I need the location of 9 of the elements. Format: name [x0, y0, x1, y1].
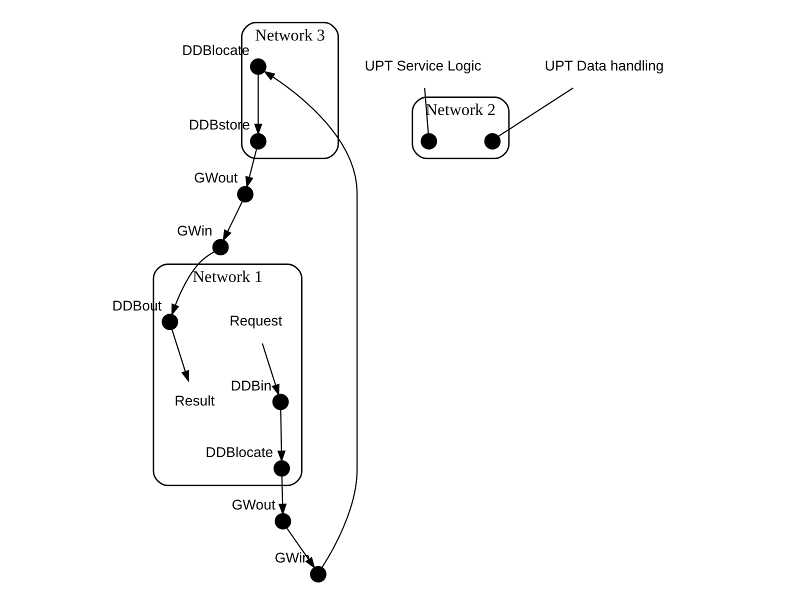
- node-text: Result: [174, 392, 214, 409]
- node-label: GWout: [231, 496, 275, 513]
- node-text: UPT Data handling: [544, 57, 664, 74]
- node-label: GWin: [176, 222, 212, 239]
- node-label: DDBlocate: [205, 444, 273, 460]
- node-label: GWout: [194, 170, 238, 186]
- node-text: Request: [229, 312, 282, 329]
- node-text: UPT Service Logic: [364, 57, 481, 74]
- node-label: DDBin: [230, 377, 272, 394]
